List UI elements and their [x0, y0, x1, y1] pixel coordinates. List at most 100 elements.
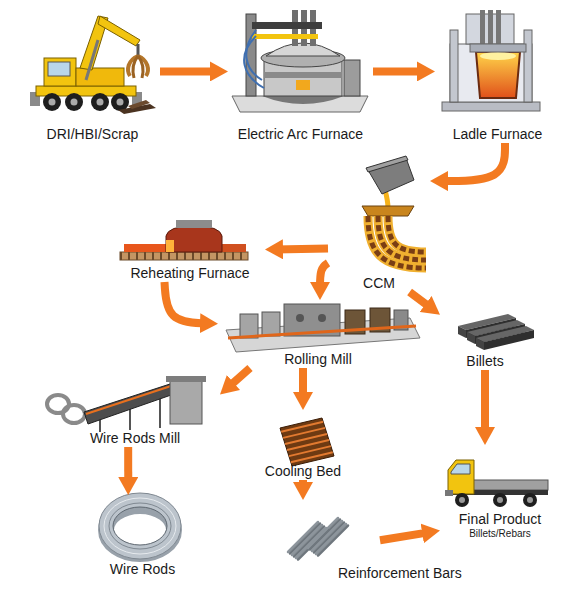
caster-illustration [388, 216, 426, 252]
stage-label: Reheating Furnace [130, 265, 249, 282]
ladle-furnace-illustration [470, 44, 526, 52]
rebar-bundle-illustration [288, 518, 348, 560]
reheating-furnace-illustration [120, 252, 248, 260]
stage-label: Ladle Furnace [453, 126, 543, 143]
stage-label: Wire Rods [110, 561, 175, 578]
process-stage: Wire Rods Mill [50, 372, 220, 447]
ladle-furnace-illustration [480, 52, 516, 60]
crane-illustration [98, 16, 140, 46]
reheating-furnace-illustration [124, 244, 168, 252]
reheating-furnace-illustration [166, 226, 222, 252]
crane-illustration [43, 93, 61, 111]
wire-rod-mill-illustration [63, 405, 85, 423]
wire-coil-illustration [109, 503, 171, 549]
arc-furnace-illustration [252, 22, 322, 29]
process-stage: Cooling Bed [258, 410, 348, 480]
crane-illustration [117, 99, 124, 106]
flow-arrow [299, 480, 307, 490]
rebar-bundle-illustration [316, 524, 346, 554]
crane-illustration [97, 99, 104, 106]
arc-furnace-illustration [344, 60, 360, 96]
flow-arrow [124, 447, 132, 485]
truck-illustration [493, 493, 507, 507]
caster-illustration [362, 206, 414, 216]
arc-furnace-illustration [244, 36, 264, 88]
ladle-furnace-illustration [442, 10, 540, 111]
crane-illustration [128, 100, 150, 109]
crane-illustration [133, 56, 138, 78]
crane-illustration [48, 62, 70, 76]
truck-illustration [451, 464, 470, 474]
billets-illustration [484, 330, 534, 350]
billets-illustration [458, 326, 466, 338]
arc-furnace-illustration [232, 10, 368, 112]
caster-illustration [368, 216, 426, 268]
flow-arrow [440, 143, 505, 181]
flow-arrow [320, 263, 328, 290]
truck-illustration [523, 493, 537, 507]
stage-label: Final Product [459, 511, 541, 528]
process-stage: Ladle Furnace [435, 8, 560, 143]
truck-illustration [445, 460, 548, 507]
flow-arrow [481, 370, 489, 435]
reheating-furnace-illustration [222, 244, 246, 252]
arc-furnace-illustration [252, 34, 318, 39]
flow-arrow [299, 368, 307, 400]
process-stage: Rolling Mill [218, 300, 418, 368]
stage-label: Cooling Bed [265, 463, 341, 480]
process-stage: Electric Arc Furnace [228, 8, 373, 143]
crane-illustration [111, 93, 129, 111]
stage-label: Wire Rods Mill [90, 430, 180, 447]
wire-coil-illustration [113, 507, 167, 545]
truck-illustration [459, 497, 465, 503]
truck-illustration [470, 480, 548, 490]
flow-arrow [410, 292, 432, 309]
billets-illustration [467, 332, 475, 344]
truck-illustration [455, 493, 469, 507]
truck-illustration [527, 497, 533, 503]
arc-furnace-illustration [262, 96, 344, 104]
arc-furnace-illustration [232, 96, 368, 112]
wire-coil-illustration [106, 500, 174, 552]
process-stage: CCM [328, 160, 430, 292]
flow-arrow [227, 368, 250, 388]
wire-rod-mill-illustration [166, 376, 206, 382]
crane-illustration [76, 68, 124, 86]
wire-rod-mill-illustration [86, 386, 171, 414]
wire-coil-illustration [99, 493, 181, 559]
rolling-mill-illustration [296, 314, 304, 322]
stage-label: Reinforcement Bars [338, 565, 462, 582]
rolling-mill-illustration [240, 314, 258, 338]
process-stage: Billets [440, 305, 530, 370]
arc-furnace-illustration [296, 80, 310, 90]
rolling-mill-illustration [228, 326, 416, 338]
flow-arrow [160, 67, 218, 75]
process-stage: Wire Rods [95, 495, 190, 578]
wire-coil-illustration [99, 493, 181, 559]
crane-illustration [49, 99, 56, 106]
wire-coil-illustration [104, 498, 176, 554]
billets-illustration [458, 314, 534, 350]
crane-illustration [91, 93, 109, 111]
stage-label: Rolling Mill [284, 351, 352, 368]
reheating-furnace-illustration [176, 220, 212, 228]
crane-illustration [65, 93, 83, 111]
flow-arrow [165, 282, 209, 323]
caster-illustration [368, 216, 426, 268]
truck-illustration [445, 490, 453, 496]
caster-illustration [378, 216, 426, 260]
process-stage: Reheating Furnace [115, 222, 265, 282]
rebar-bundle-illustration [318, 526, 348, 556]
caster-illustration [362, 156, 426, 268]
wire-rod-mill-illustration [47, 376, 206, 432]
stage-label: DRI/HBI/Scrap [47, 126, 139, 143]
cooling-bed-illustration [280, 418, 334, 466]
flow-arrow [380, 532, 430, 540]
reheating-furnace-illustration [166, 240, 174, 252]
flow-arrow [373, 67, 425, 75]
stage-label: Billets [466, 353, 503, 370]
reheating-furnace-illustration [120, 252, 248, 260]
